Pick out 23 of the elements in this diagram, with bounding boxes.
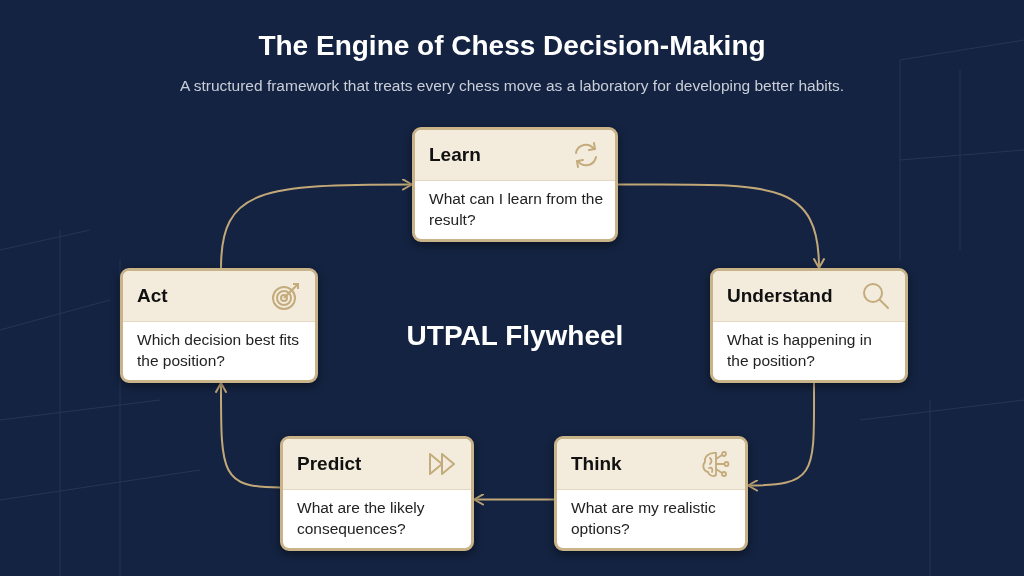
- step-question: What are my realistic options?: [571, 498, 717, 539]
- step-question: What is happening in the position?: [727, 330, 873, 371]
- arrow: [215, 382, 281, 489]
- step-title: Act: [137, 285, 168, 307]
- subtitle: A structured framework that treats every chess move as a laboratory for developing better habits.: [179, 77, 845, 95]
- step-card: [710, 268, 908, 383]
- title: The Engine of Chess Decision-Making: [258, 30, 766, 62]
- arrow: [473, 493, 555, 506]
- center-label: UTPAL Flywheel: [406, 320, 624, 352]
- step-title: Learn: [429, 144, 481, 166]
- arrow: [617, 183, 825, 269]
- step-question: What are the likely consequences?: [297, 498, 426, 539]
- step-question: Which decision best fits the position?: [137, 330, 300, 371]
- step-title: Predict: [297, 453, 362, 475]
- step-card: [280, 436, 474, 551]
- step-card: [554, 436, 748, 551]
- step-card: [120, 268, 318, 383]
- step-title: Understand: [727, 285, 833, 307]
- arrow: [747, 382, 816, 492]
- arrow: [220, 178, 413, 269]
- step-question: What can I learn from the result?: [429, 189, 605, 230]
- step-card: [412, 127, 618, 242]
- step-title: Think: [571, 453, 622, 475]
